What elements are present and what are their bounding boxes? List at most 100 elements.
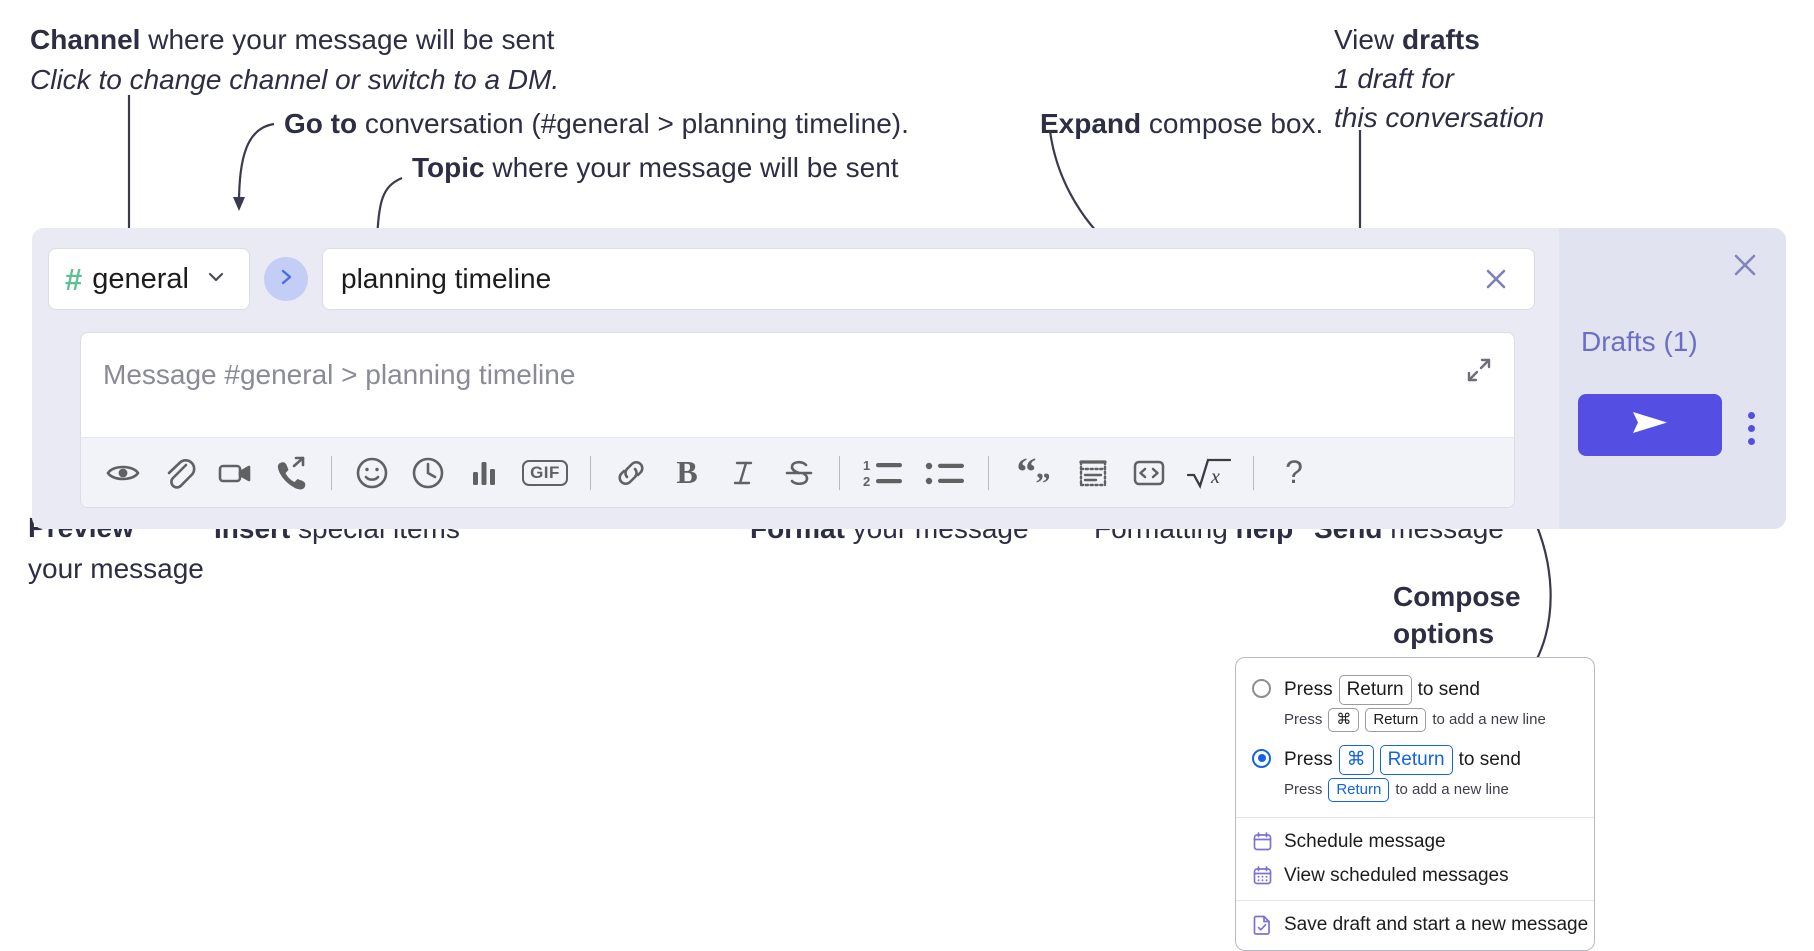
annotation-channel-bold: Channel [30,24,141,55]
bold-icon[interactable]: B [676,454,698,490]
channel-name-label: general [92,262,189,295]
formatting-toolbar: GIF B [81,437,1514,507]
svg-text:x: x [1210,466,1220,488]
message-input-box[interactable]: Message #general > planning timeline [80,332,1515,508]
link-icon[interactable] [603,445,659,501]
gif-label: GIF [522,459,568,486]
key-command: ⌘ [1328,707,1360,732]
send-option-return-hint: Press ⌘ Return to add a new line [1236,705,1594,740]
key-return: Return [1328,777,1390,802]
more-options-vertical-icon[interactable] [1739,408,1763,448]
annotation-drafts-pre: View [1334,24,1402,55]
annotation-topic-rest: where your message will be sent [484,152,899,183]
bulleted-list-icon[interactable] [914,445,976,501]
kebab-dot [1747,437,1755,445]
compose-widget: # general planning timeline Message #gen… [32,228,1786,529]
annotation-drafts-bold: drafts [1401,24,1480,55]
annotation-goto: Go to conversation (#general > planning … [284,106,909,142]
drafts-link[interactable]: Drafts (1) [1581,326,1698,357]
annotation-preview-rest: your message [28,552,204,584]
attachment-paperclip-icon[interactable] [151,445,207,501]
radio-button-selected[interactable] [1252,748,1271,768]
topic-input[interactable]: planning timeline [322,248,1535,310]
send-option-cmd-return[interactable]: Press ⌘ Return to send [1236,740,1594,775]
radio-button-unselected[interactable] [1252,679,1271,698]
option1-press-label: Press [1284,678,1333,700]
send-button[interactable] [1578,394,1722,456]
hash-icon: # [65,261,83,297]
save-draft-document-icon [1252,914,1273,936]
option1-sub-press: Press [1284,711,1323,729]
calendar-schedule-icon [1252,831,1273,852]
send-option-cmd-return-hint: Press Return to add a new line [1236,775,1594,810]
annotation-compose-options-bold2: options [1393,618,1495,650]
ordered-list-icon[interactable]: 1 2 [852,445,914,501]
menu-divider [1236,899,1594,901]
topic-input-value: planning timeline [341,263,552,294]
option1-tosend-label: to send [1417,678,1480,700]
math-sqrt-icon[interactable]: x [1177,445,1241,501]
gif-icon[interactable]: GIF [512,445,578,501]
annotation-expand-bold: Expand [1040,108,1142,139]
calendar-list-icon [1252,865,1273,886]
compose-header-row: # general planning timeline [48,248,1535,310]
menu-divider [1236,816,1594,818]
emoji-smiley-icon[interactable] [344,445,400,501]
code-block-icon[interactable] [1065,445,1121,501]
strikethrough-icon[interactable] [771,445,827,501]
toolbar-divider [988,455,989,490]
annotation-expand-rest: compose box. [1141,108,1324,139]
menu-item-label: Save draft and start a new message [1284,913,1589,935]
toolbar-divider [590,455,591,490]
drafts-panel: Drafts (1) [1559,228,1786,529]
key-command: ⌘ [1338,744,1374,775]
video-camera-icon[interactable] [207,445,263,501]
annotation-goto-bold: Go to [284,108,358,139]
expand-icon[interactable] [1460,351,1498,389]
channel-selector[interactable]: # general [48,248,250,310]
preview-icon[interactable] [95,445,151,501]
menu-item-label: Schedule message [1284,830,1446,852]
option2-sub-press: Press [1284,781,1323,799]
clock-icon[interactable] [400,445,456,501]
annotation-drafts: View drafts 1 draft for this conversatio… [1334,22,1544,135]
compose-main-area: # general planning timeline Message #gen… [32,228,1559,529]
menu-item-save-draft[interactable]: Save draft and start a new message [1236,908,1594,942]
annotation-goto-rest: conversation (#general > planning timeli… [357,108,909,139]
blockquote-icon[interactable]: “” [1016,449,1051,500]
question-mark-help-icon[interactable]: ? [1285,454,1303,490]
option2-sub-tail: to add a new line [1395,781,1509,799]
svg-text:1: 1 [863,458,870,473]
message-input-placeholder: Message #general > planning timeline [103,359,576,390]
annotation-channel-sub: Click to change channel or switch to a D… [30,63,560,95]
key-return: Return [1365,707,1427,732]
annotation-drafts-sub2: this conversation [1334,101,1545,133]
menu-item-schedule-message[interactable]: Schedule message [1236,825,1594,859]
inline-code-icon[interactable] [1121,445,1177,501]
toolbar-divider [1253,455,1254,490]
option2-press-label: Press [1284,748,1333,770]
annotation-topic: Topic where your message will be sent [412,150,899,186]
close-icon[interactable] [1476,259,1516,299]
chevron-right-icon [276,267,296,292]
toolbar-divider [839,455,840,490]
compose-options-menu: Press Return to send Press ⌘ Return to a… [1235,657,1595,951]
option2-tosend-label: to send [1458,748,1521,770]
bar-chart-icon[interactable] [456,445,512,501]
menu-item-view-scheduled[interactable]: View scheduled messages [1236,859,1594,893]
key-return: Return [1379,744,1453,775]
italic-icon[interactable] [715,445,771,501]
send-option-return[interactable]: Press Return to send [1236,670,1594,705]
key-return: Return [1338,675,1412,705]
annotation-topic-bold: Topic [412,152,485,183]
kebab-dot [1747,411,1755,419]
go-to-conversation-button[interactable] [264,257,308,301]
send-paper-plane-icon [1629,406,1671,445]
chevron-down-icon [205,266,227,293]
audio-call-forward-icon[interactable] [263,445,319,501]
toolbar-divider [331,455,332,490]
close-icon[interactable] [1726,246,1764,284]
menu-item-label: View scheduled messages [1284,864,1509,886]
annotation-channel-rest: where your message will be sent [140,24,555,55]
annotation-channel: Channel where your message will be sent … [30,22,559,98]
